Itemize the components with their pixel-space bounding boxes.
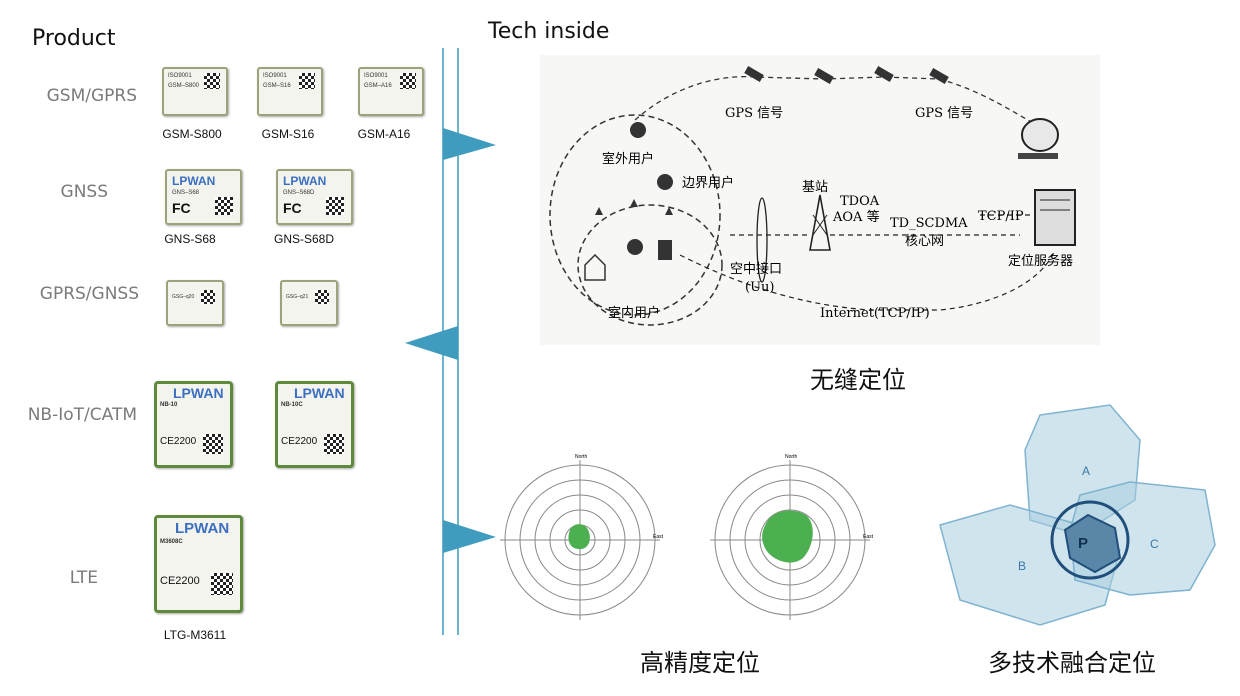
caption-hybrid: 多技术融合定位 xyxy=(988,649,1156,677)
qr-code-icon xyxy=(299,73,315,89)
category-nb-iot-catm: NB-IoT/CATM xyxy=(27,405,137,425)
arrow-left-gnss xyxy=(405,326,458,360)
category-lte: LTE xyxy=(69,568,98,588)
scatter-cluster-small xyxy=(568,524,590,550)
border-user-label: 边界用户 xyxy=(682,175,734,191)
gps-signal-label-2: GPS 信号 xyxy=(915,106,973,121)
label-a: A xyxy=(1082,464,1090,478)
base-station-label: 基站 xyxy=(802,180,828,195)
label-gsm-s16: GSM-S16 xyxy=(261,127,315,141)
module-nb-10a[interactable]: LPWAN NB-10 CE2200 xyxy=(154,381,233,468)
label-ltg-m3611: LTG-M3611 xyxy=(163,628,227,642)
module-gsm-s16[interactable]: ISO9001 GSM–S16 xyxy=(257,67,323,116)
aoa-label: AOA 等 xyxy=(832,209,880,225)
svg-text:East: East xyxy=(863,534,874,540)
server-label: 定位服务器 xyxy=(1008,253,1073,269)
caption-seamless: 无缝定位 xyxy=(810,366,906,394)
module-gsg-q21[interactable]: GSG–q21 xyxy=(280,280,338,326)
label-b: B xyxy=(1018,559,1026,573)
qr-code-icon xyxy=(400,73,416,89)
module-nb-10c[interactable]: LPWAN NB-10C CE2200 xyxy=(275,381,354,468)
hybrid-positioning-diagram: P A B C xyxy=(939,404,1216,626)
qr-code-icon xyxy=(215,197,233,215)
base-station-icon xyxy=(809,194,831,251)
indoor-user-label: 室内用户 xyxy=(608,305,660,321)
svg-text:East: East xyxy=(653,534,664,540)
product-header: Product xyxy=(32,26,116,51)
gps-signal-label-1: GPS 信号 xyxy=(725,106,783,121)
category-gsm-gprs: GSM/GPRS xyxy=(46,86,137,106)
seamless-positioning-diagram: GPS 信号 GPS 信号 室外用户 边界用户 室内用户 基站 TDOA AOA… xyxy=(540,55,1100,345)
intersection-circle xyxy=(1050,500,1130,580)
label-gsm-a16: GSM-A16 xyxy=(357,127,411,141)
arrow-right-nb xyxy=(443,520,496,553)
server-icon xyxy=(1034,189,1076,246)
module-gns-s68d[interactable]: LPWAN GNS–S68D FC xyxy=(276,169,353,225)
qr-code-icon xyxy=(326,197,344,215)
scatter-cluster-large xyxy=(762,510,813,563)
module-gns-s68[interactable]: LPWAN GNS–S68 FC xyxy=(165,169,242,225)
qr-code-icon xyxy=(204,73,220,89)
core-network-label: 核心网 xyxy=(905,234,944,249)
label-gns-s68d: GNS-S68D xyxy=(273,232,335,246)
label-p: P xyxy=(1078,535,1088,552)
air-interface-label: 空中接口 xyxy=(730,261,782,277)
qr-code-icon xyxy=(203,434,223,454)
qr-code-icon xyxy=(315,290,329,304)
category-gnss: GNSS xyxy=(60,182,108,202)
internet-label: Internet(TCP/IP) xyxy=(820,306,930,321)
module-gsm-a16[interactable]: ISO9001 GSM–A16 xyxy=(358,67,424,116)
tcp-ip-label: TCP/IP xyxy=(978,209,1024,224)
category-gprs-gnss: GPRS/GNSS xyxy=(39,284,139,304)
label-gsm-s800: GSM-S800 xyxy=(162,127,222,141)
polar-plot-1: North East xyxy=(500,454,664,620)
module-gsg-q20[interactable]: GSG–q20 xyxy=(166,280,224,326)
polar-plot-2: North East xyxy=(710,454,874,620)
qr-code-icon xyxy=(211,573,233,595)
intersection-zone xyxy=(1063,513,1122,574)
label-gns-s68: GNS-S68 xyxy=(164,232,216,246)
module-gsm-s800[interactable]: ISO9001 GSM–S800 xyxy=(162,67,228,116)
qr-code-icon xyxy=(324,434,344,454)
td-scdma-label: TD_SCDMA xyxy=(890,216,968,231)
module-ltg-m3611[interactable]: LPWAN M3608C CE2200 xyxy=(154,515,243,613)
tdoa-label: TDOA xyxy=(840,194,880,209)
outdoor-user-label: 室外用户 xyxy=(602,151,654,167)
svg-text:North: North xyxy=(785,454,797,460)
tech-inside-header: Tech inside xyxy=(488,19,610,44)
arrow-right-gsm xyxy=(443,128,496,160)
label-c: C xyxy=(1150,537,1159,551)
svg-text:North: North xyxy=(575,454,587,460)
caption-precision: 高精度定位 xyxy=(640,649,760,677)
user-icon xyxy=(584,122,673,281)
uu-label: (Uu) xyxy=(745,280,774,295)
qr-code-icon xyxy=(201,290,215,304)
